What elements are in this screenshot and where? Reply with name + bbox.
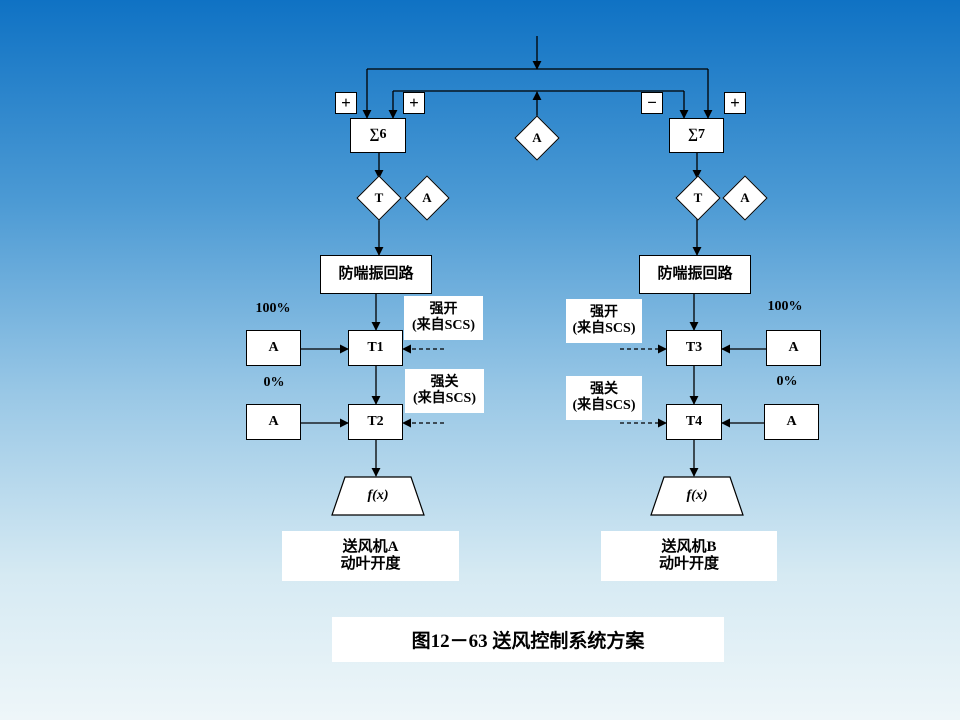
a-diamond-left: A bbox=[404, 175, 450, 221]
t-diamond-right-label: T bbox=[693, 190, 703, 205]
output-fan-a-name: 送风机A bbox=[342, 538, 399, 555]
t3-block: T3 bbox=[666, 330, 722, 366]
summation-block-7: ∑7 bbox=[669, 118, 724, 153]
pct-0-right: 0% bbox=[776, 374, 798, 389]
force-open-title-left: 强开 bbox=[429, 301, 458, 317]
t4-block: T4 bbox=[666, 404, 722, 440]
force-close-title-left: 强关 bbox=[430, 374, 459, 390]
output-fan-b-name: 送风机B bbox=[661, 538, 717, 555]
t-diamond-left-label: T bbox=[374, 190, 384, 205]
sign-plus-left-b: + bbox=[403, 92, 425, 114]
a-diamond-right: A bbox=[722, 175, 768, 221]
force-open-title-right: 强开 bbox=[590, 304, 618, 320]
t1-block: T1 bbox=[348, 330, 403, 366]
figure-caption: 图12－63 送风控制系统方案 bbox=[332, 617, 724, 662]
sign-plus-right-b: + bbox=[724, 92, 746, 114]
force-close-source-right: (来自SCS) bbox=[572, 398, 636, 413]
sign-plus-left-a: + bbox=[335, 92, 357, 114]
force-close-note-left: 强关 (来自SCS) bbox=[405, 369, 484, 413]
output-fan-b-desc: 动叶开度 bbox=[658, 556, 719, 572]
force-open-note-right: 强开 (来自SCS) bbox=[566, 299, 642, 343]
t2-block: T2 bbox=[348, 404, 403, 440]
anti-surge-loop-left: 防喘振回路 bbox=[320, 255, 432, 294]
fx-label-right: f(x) bbox=[686, 488, 708, 503]
a-diamond-right-label: A bbox=[740, 190, 750, 205]
pct-100-right: 100% bbox=[767, 299, 803, 314]
a-block-right-top: A bbox=[766, 330, 821, 366]
force-open-note-left: 强开 (来自SCS) bbox=[404, 296, 483, 340]
output-fan-b: 送风机B 动叶开度 bbox=[601, 531, 777, 581]
force-open-source-right: (来自SCS) bbox=[572, 321, 636, 336]
a-block-left-top: A bbox=[246, 330, 301, 366]
output-fan-a-desc: 动叶开度 bbox=[340, 556, 401, 572]
output-fan-a: 送风机A 动叶开度 bbox=[282, 531, 459, 581]
pct-0-left: 0% bbox=[263, 375, 285, 390]
force-close-note-right: 强关 (来自SCS) bbox=[566, 376, 642, 420]
fx-label-left: f(x) bbox=[367, 488, 389, 503]
force-close-title-right: 强关 bbox=[590, 381, 618, 397]
a-block-right-bottom: A bbox=[764, 404, 819, 440]
summation-block-6: ∑6 bbox=[350, 118, 406, 153]
sign-minus-right-a: − bbox=[641, 92, 663, 114]
a-block-left-bottom: A bbox=[246, 404, 301, 440]
fx-block-right: f(x) bbox=[650, 476, 744, 516]
center-a-diamond: A bbox=[514, 115, 560, 161]
center-a-label: A bbox=[532, 130, 542, 145]
force-open-source-left: (来自SCS) bbox=[411, 318, 475, 333]
fx-block-left: f(x) bbox=[331, 476, 425, 516]
t-diamond-right: T bbox=[675, 175, 721, 221]
anti-surge-loop-right: 防喘振回路 bbox=[639, 255, 751, 294]
force-close-source-left: (来自SCS) bbox=[412, 391, 476, 406]
a-diamond-left-label: A bbox=[422, 190, 432, 205]
t-diamond-left: T bbox=[356, 175, 402, 221]
pct-100-left: 100% bbox=[255, 301, 291, 316]
